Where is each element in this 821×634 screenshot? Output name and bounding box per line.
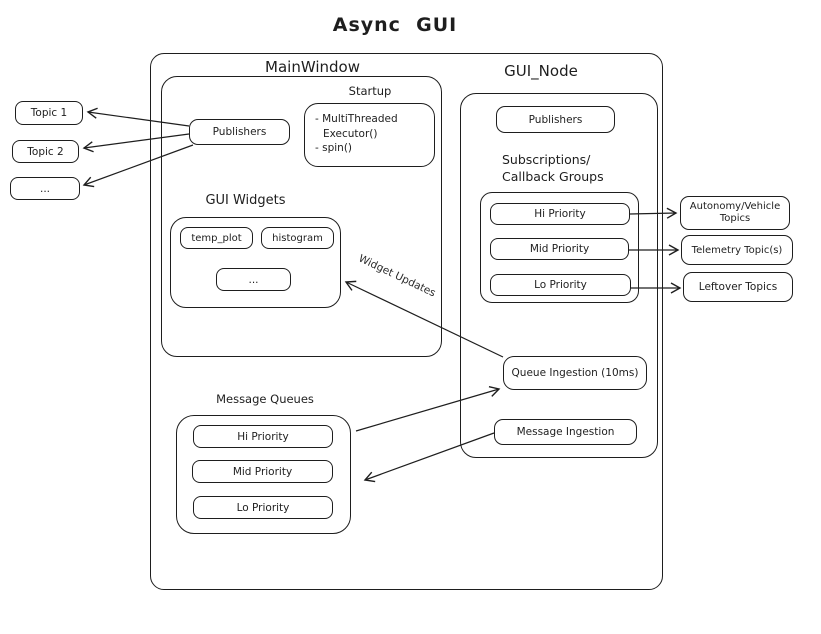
queue-ingestion-box: Queue Ingestion (10ms) [503,356,647,390]
subscriptions-label-line2: Callback Groups [502,168,604,184]
gui-node-publishers-box: Publishers [496,106,615,133]
queue-mid-priority-box: Mid Priority [192,460,333,483]
queue-hi-priority-box: Hi Priority [193,425,333,448]
diagram-title: Async GUI [332,14,458,36]
autonomy-topics-line1: Autonomy/Vehicle [689,200,781,212]
topic-1-box: Topic 1 [15,101,83,125]
gui-node-label: GUI_Node [504,62,578,80]
startup-box: - MultiThreaded Executor() - spin() [304,103,435,167]
subscriptions-label-line1: Subscriptions/ [502,152,591,167]
subscription-lo-priority-box: Lo Priority [490,274,631,296]
autonomy-topics-line2: Topics [719,213,751,224]
widget-temp-plot-box: temp_plot [180,227,253,249]
startup-line-3: - spin() [315,142,353,154]
startup-label: Startup [348,84,392,98]
autonomy-vehicle-topics-box: Autonomy/Vehicle Topics [680,196,790,230]
topic-more-box: ... [10,177,80,200]
telemetry-topics-box: Telemetry Topic(s) [681,235,793,265]
startup-text: - MultiThreaded Executor() - spin() [305,104,434,156]
startup-line-2: Executor() [323,127,378,140]
subscription-hi-priority-box: Hi Priority [490,203,630,225]
queue-lo-priority-box: Lo Priority [193,496,333,519]
widget-histogram-box: histogram [261,227,334,249]
message-ingestion-box: Message Ingestion [494,419,637,445]
widget-more-box: ... [216,268,291,291]
subscription-mid-priority-box: Mid Priority [490,238,629,260]
message-queues-label: Message Queues [216,392,314,406]
gui-widgets-label: GUI Widgets [205,193,286,208]
topic-2-box: Topic 2 [12,140,79,163]
leftover-topics-box: Leftover Topics [683,272,793,302]
startup-line-1: - MultiThreaded [315,113,398,125]
mainwindow-publishers-box: Publishers [189,119,290,145]
mainwindow-label: MainWindow [265,58,360,76]
subscriptions-label: Subscriptions/ Callback Groups [502,152,637,185]
